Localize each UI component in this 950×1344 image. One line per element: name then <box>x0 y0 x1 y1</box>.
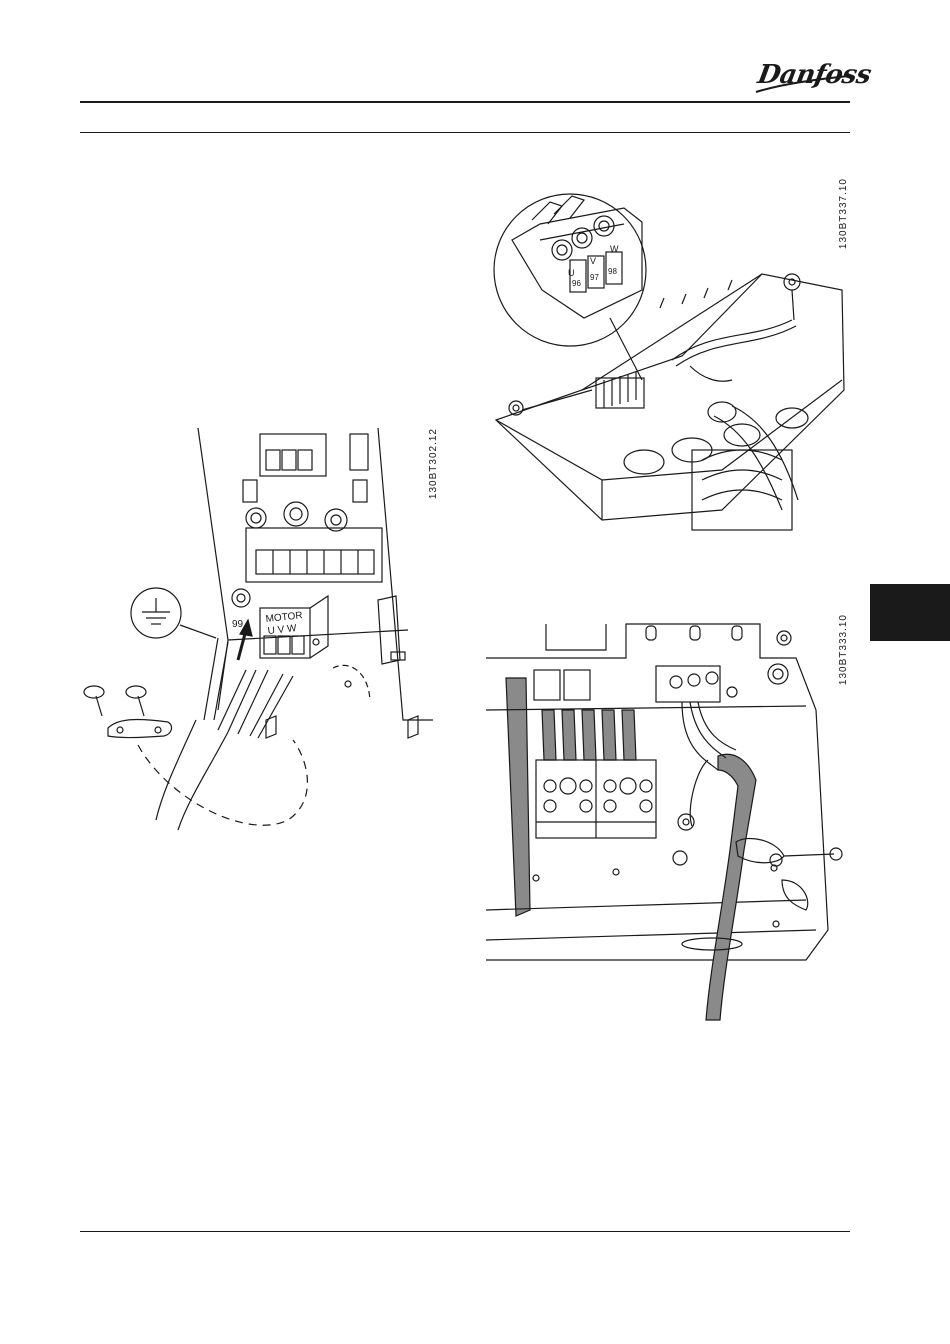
brand-name: Danfoss <box>755 60 873 90</box>
terminal-v-label: V <box>590 256 596 266</box>
figure-terminal-detail: U V W 96 97 98 <box>492 180 852 548</box>
ground-terminal-label: 99 <box>232 619 244 630</box>
pin-97-label: 97 <box>590 273 599 282</box>
pin-98-label: 98 <box>608 267 617 276</box>
figure-code-3: 130BT333.10 <box>838 614 849 685</box>
figure-cabinet-drawing <box>486 610 850 1030</box>
figure-terminal-drawing: U V W 96 97 98 <box>492 180 852 548</box>
figure-motor-connection: 99 MOTOR U V W <box>78 420 458 840</box>
figure-motor-drawing: 99 MOTOR U V W <box>78 420 458 840</box>
figure-code-1: 130BT302.12 <box>428 428 439 499</box>
figure-code-2: 130BT337.10 <box>838 178 849 249</box>
header-rule-top <box>80 101 850 103</box>
uvw-label: U V W <box>267 623 297 637</box>
pin-96-label: 96 <box>572 279 581 288</box>
chapter-tab <box>870 584 950 641</box>
motor-label: MOTOR <box>265 610 303 625</box>
figure-cabinet-clamp <box>486 610 850 1030</box>
footer-rule <box>80 1231 850 1232</box>
danfoss-logo: Danfoss <box>752 54 852 98</box>
terminal-u-label: U <box>568 268 575 278</box>
header-rule-bottom <box>80 132 850 133</box>
terminal-w-label: W <box>610 244 619 254</box>
